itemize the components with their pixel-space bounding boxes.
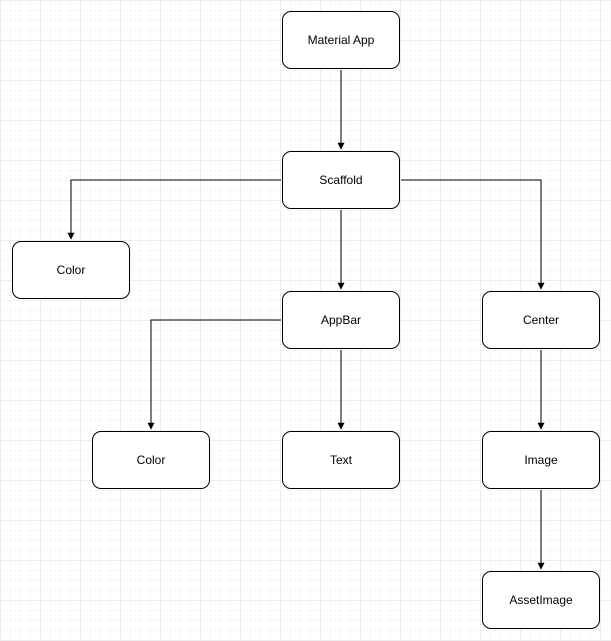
node-appbar[interactable]: AppBar [282, 291, 400, 349]
node-color-scaffold[interactable]: Color [12, 241, 130, 299]
edge-scaffold-to-color [67, 179, 281, 240]
node-material-app[interactable]: Material App [282, 11, 400, 69]
node-asset-image[interactable]: AssetImage [482, 571, 600, 629]
node-scaffold[interactable]: Scaffold [282, 151, 400, 209]
edge-scaffold-to-center [401, 179, 545, 290]
node-text[interactable]: Text [282, 431, 400, 489]
node-color-appbar[interactable]: Color [92, 431, 210, 489]
node-image[interactable]: Image [482, 431, 600, 489]
edge-appbar-to-color [147, 319, 281, 430]
node-center[interactable]: Center [482, 291, 600, 349]
